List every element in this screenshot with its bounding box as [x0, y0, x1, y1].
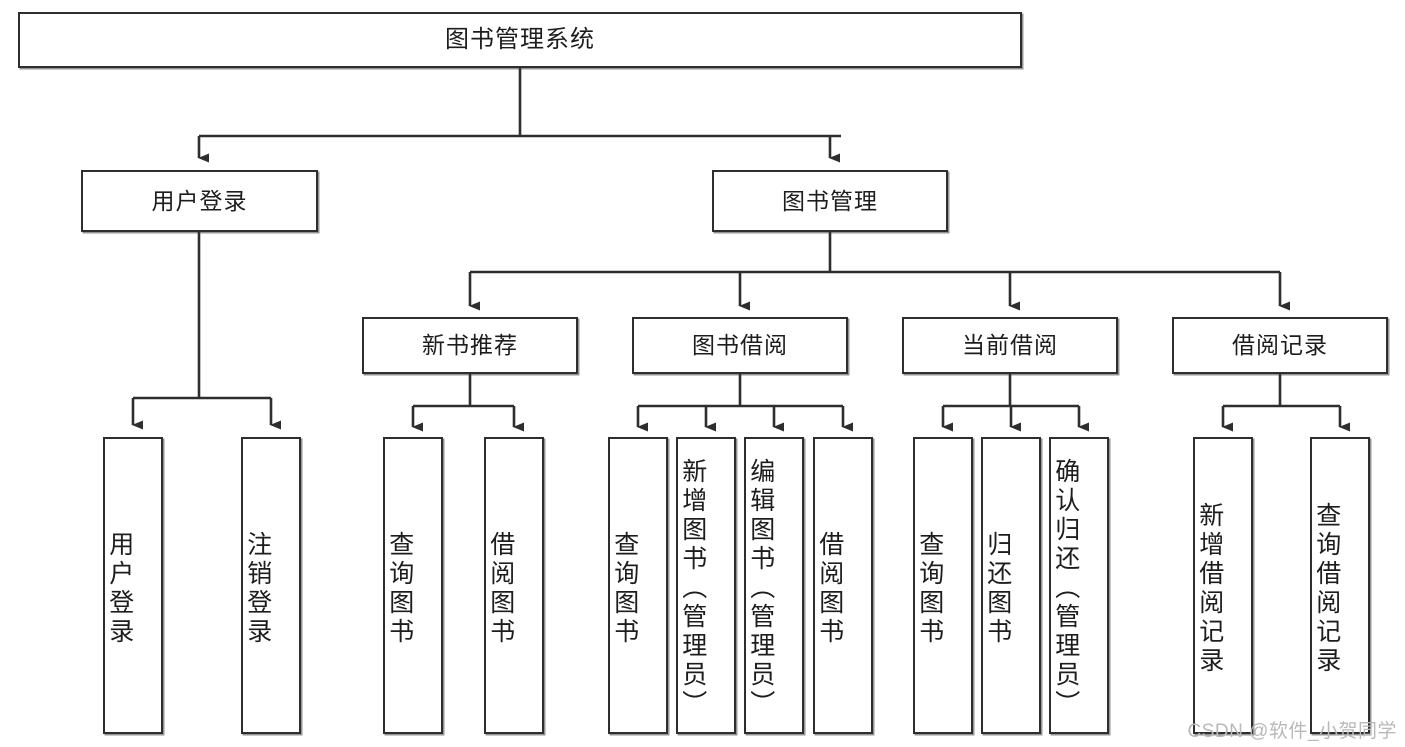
- node-book-management[interactable]: 图书管理: [712, 170, 948, 232]
- node-leaf-current-confirm-return-admin[interactable]: 确认归还（管理员）: [1049, 437, 1109, 734]
- node-label: 当前借阅: [962, 332, 1058, 359]
- node-leaf-record-add-record[interactable]: 新增借阅记录: [1193, 437, 1253, 734]
- node-label: 确认归还（管理员）: [1051, 458, 1080, 719]
- node-label: 借阅图书: [815, 530, 844, 647]
- node-label: 注销登录: [243, 530, 272, 647]
- node-label: 新书推荐: [422, 332, 518, 359]
- node-label: 查询借阅记录: [1312, 501, 1341, 676]
- node-label: 查询图书: [915, 530, 944, 647]
- node-leaf-record-query-record[interactable]: 查询借阅记录: [1310, 437, 1370, 734]
- node-label: 编辑图书（管理员）: [746, 458, 775, 719]
- node-book-borrow[interactable]: 图书借阅: [632, 317, 848, 374]
- node-label: 归还图书: [983, 530, 1012, 647]
- node-leaf-borrow-add-book-admin[interactable]: 新增图书（管理员）: [676, 437, 736, 734]
- node-label: 查询图书: [610, 530, 639, 647]
- node-leaf-logout[interactable]: 注销登录: [241, 437, 301, 734]
- node-leaf-current-query-book[interactable]: 查询图书: [913, 437, 973, 734]
- node-label: 图书管理系统: [445, 26, 595, 54]
- node-new-book-recommend[interactable]: 新书推荐: [362, 317, 578, 374]
- node-borrow-record[interactable]: 借阅记录: [1172, 317, 1388, 374]
- node-leaf-borrow-edit-book-admin[interactable]: 编辑图书（管理员）: [744, 437, 804, 734]
- node-label: 新增图书（管理员）: [678, 458, 707, 719]
- node-label: 借阅图书: [486, 530, 515, 647]
- node-label: 用户登录: [151, 187, 248, 214]
- node-leaf-newbook-query-book[interactable]: 查询图书: [383, 437, 443, 734]
- node-label: 借阅记录: [1232, 332, 1328, 359]
- node-leaf-borrow-query-book[interactable]: 查询图书: [608, 437, 668, 734]
- node-label: 图书借阅: [692, 332, 788, 359]
- node-leaf-newbook-borrow-book[interactable]: 借阅图书: [484, 437, 544, 734]
- node-label: 新增借阅记录: [1195, 501, 1224, 676]
- node-label: 图书管理: [782, 187, 878, 214]
- node-leaf-current-return-book[interactable]: 归还图书: [981, 437, 1041, 734]
- csdn-watermark: CSDN @软件_小贺同学: [1187, 721, 1397, 742]
- node-label: 查询图书: [385, 530, 414, 647]
- node-current-borrow[interactable]: 当前借阅: [902, 317, 1118, 374]
- node-root-book-management-system[interactable]: 图书管理系统: [18, 12, 1022, 68]
- node-leaf-user-login[interactable]: 用户登录: [103, 437, 163, 734]
- node-label: 用户登录: [105, 530, 134, 647]
- node-user-login[interactable]: 用户登录: [81, 170, 318, 232]
- node-leaf-borrow-borrow-book[interactable]: 借阅图书: [813, 437, 873, 734]
